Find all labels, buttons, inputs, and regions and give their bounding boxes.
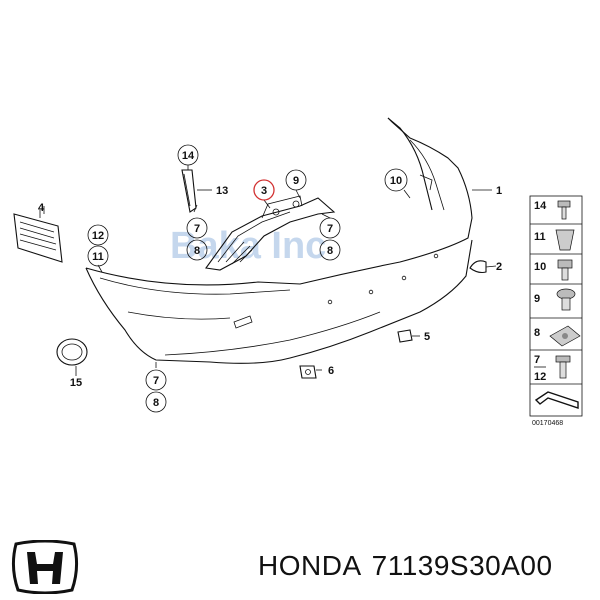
side-bracket [181, 169, 197, 213]
legend-row-14: 14 [534, 200, 571, 220]
fastener-legend: 14 11 10 9 8 [529, 195, 583, 427]
svg-text:8: 8 [194, 245, 200, 257]
svg-text:14: 14 [182, 150, 195, 162]
callout-14[interactable]: 14 [177, 144, 199, 166]
svg-text:12: 12 [92, 230, 104, 242]
parts-diagram: Baka Inc [13, 117, 583, 427]
svg-text:9: 9 [293, 175, 299, 187]
screw-icon [557, 259, 573, 281]
callout-11-left[interactable]: 11 [87, 245, 109, 267]
cap-part [469, 260, 497, 274]
svg-text:8: 8 [327, 245, 333, 257]
svg-text:10: 10 [534, 261, 546, 273]
svg-text:7: 7 [153, 375, 159, 387]
part-title: HONDA 71139S30A00 [258, 550, 563, 582]
leader-lines [43, 165, 492, 376]
part-number: 71139S30A00 [371, 550, 553, 581]
legend-row-11: 11 [534, 229, 575, 251]
callout-12-left[interactable]: 12 [87, 224, 109, 246]
svg-text:7: 7 [194, 223, 200, 235]
bolt-with-washer-icon [555, 355, 571, 379]
callout-1[interactable]: 1 [496, 185, 502, 197]
svg-text:9: 9 [534, 293, 540, 305]
legend-row-10: 10 [534, 259, 573, 281]
center-bracket [205, 195, 336, 271]
svg-text:10: 10 [390, 175, 402, 187]
nut-part-6 [299, 365, 322, 379]
callout-3[interactable]: 3 [253, 179, 275, 201]
svg-text:8: 8 [153, 397, 159, 409]
svg-text:12: 12 [534, 371, 546, 383]
tow-cover-part [56, 338, 88, 372]
legend-row-8: 8 [534, 325, 581, 347]
rivet-icon [556, 288, 576, 311]
reference-code: 00170468 [532, 420, 563, 427]
brand-name: HONDA [258, 550, 362, 581]
svg-text:11: 11 [534, 231, 546, 243]
callout-15[interactable]: 15 [70, 377, 82, 389]
callout-5[interactable]: 5 [424, 331, 430, 343]
honda-logo-icon [11, 540, 79, 594]
callout-2[interactable]: 2 [496, 261, 502, 273]
bolt-icon [557, 200, 571, 220]
clip-part-5 [397, 329, 420, 343]
callout-7-lower[interactable]: 7 [145, 369, 167, 391]
callout-9[interactable]: 9 [285, 169, 307, 191]
svg-text:14: 14 [534, 200, 547, 212]
nut-plate-icon [549, 325, 581, 347]
clip-icon [555, 229, 575, 251]
callout-6[interactable]: 6 [328, 365, 334, 377]
callout-8-lower[interactable]: 8 [145, 391, 167, 413]
reflector-part [13, 210, 63, 263]
callout-7-upper-right[interactable]: 7 [319, 217, 341, 239]
legend-row-7-12: 7 12 [534, 354, 571, 383]
svg-text:7: 7 [327, 223, 333, 235]
legend-row-9: 9 [534, 288, 576, 311]
callout-13[interactable]: 13 [216, 185, 228, 197]
callout-7-upper-left[interactable]: 7 [186, 217, 208, 239]
svg-text:8: 8 [534, 327, 540, 339]
callout-8-upper-right[interactable]: 8 [319, 239, 341, 261]
svg-text:11: 11 [92, 251, 104, 263]
legend-row-bracket [534, 391, 579, 409]
svg-text:7: 7 [534, 354, 540, 366]
callout-4[interactable]: 4 [38, 202, 45, 214]
callout-8-upper-left[interactable]: 8 [186, 239, 208, 261]
svg-text:3: 3 [261, 185, 267, 197]
bumper-cover [85, 117, 473, 364]
callout-10[interactable]: 10 [384, 168, 408, 192]
